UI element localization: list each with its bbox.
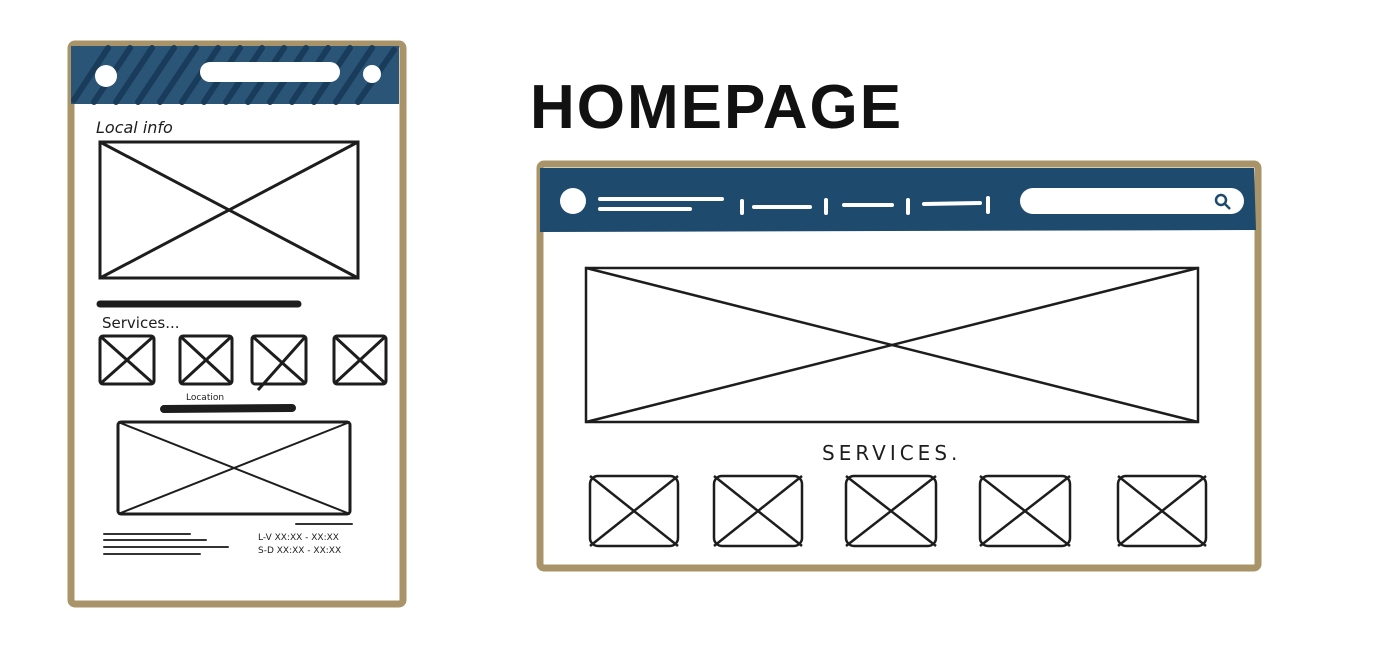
mobile-wireframe: Local info Services... [67, 40, 407, 608]
mobile-footer-lines [103, 523, 353, 555]
search-icon[interactable] [1214, 193, 1231, 210]
desktop-logo-icon [560, 188, 586, 214]
desktop-services-label: SERVICES. [822, 441, 961, 465]
nav-link-3[interactable] [922, 201, 982, 206]
mobile-search-bar[interactable] [200, 62, 340, 82]
page-title: HOMEPAGE [530, 73, 903, 142]
mobile-service-3[interactable] [250, 334, 308, 391]
desktop-frame [536, 160, 1262, 572]
mobile-hero-image [98, 140, 360, 280]
mobile-header [71, 45, 399, 105]
mobile-logo-icon [95, 65, 117, 87]
desktop-service-5[interactable] [1116, 474, 1208, 548]
mobile-service-4[interactable] [332, 334, 388, 386]
mobile-location-label: Location [186, 393, 224, 403]
mobile-service-1[interactable] [98, 334, 156, 386]
desktop-wireframe: SERVICES. [536, 160, 1262, 572]
desktop-hero-image [584, 266, 1200, 424]
mobile-hours-line-2: S-D XX:XX - XX:XX [258, 546, 341, 556]
mobile-service-2[interactable] [178, 334, 234, 386]
desktop-service-4[interactable] [978, 474, 1072, 548]
mobile-map-image [116, 420, 352, 516]
desktop-service-3[interactable] [844, 474, 938, 548]
mobile-frame [67, 40, 407, 608]
mobile-services-label: Services... [102, 314, 180, 332]
desktop-search-bar[interactable] [1020, 188, 1244, 214]
local-info-label: Local info [96, 118, 173, 137]
desktop-service-1[interactable] [588, 474, 680, 548]
desktop-service-2[interactable] [712, 474, 804, 548]
mobile-location-line [160, 404, 296, 413]
desktop-navbar [540, 168, 1256, 232]
mobile-menu-icon[interactable] [363, 65, 381, 83]
mobile-hours-line-1: L-V XX:XX - XX:XX [258, 533, 339, 543]
